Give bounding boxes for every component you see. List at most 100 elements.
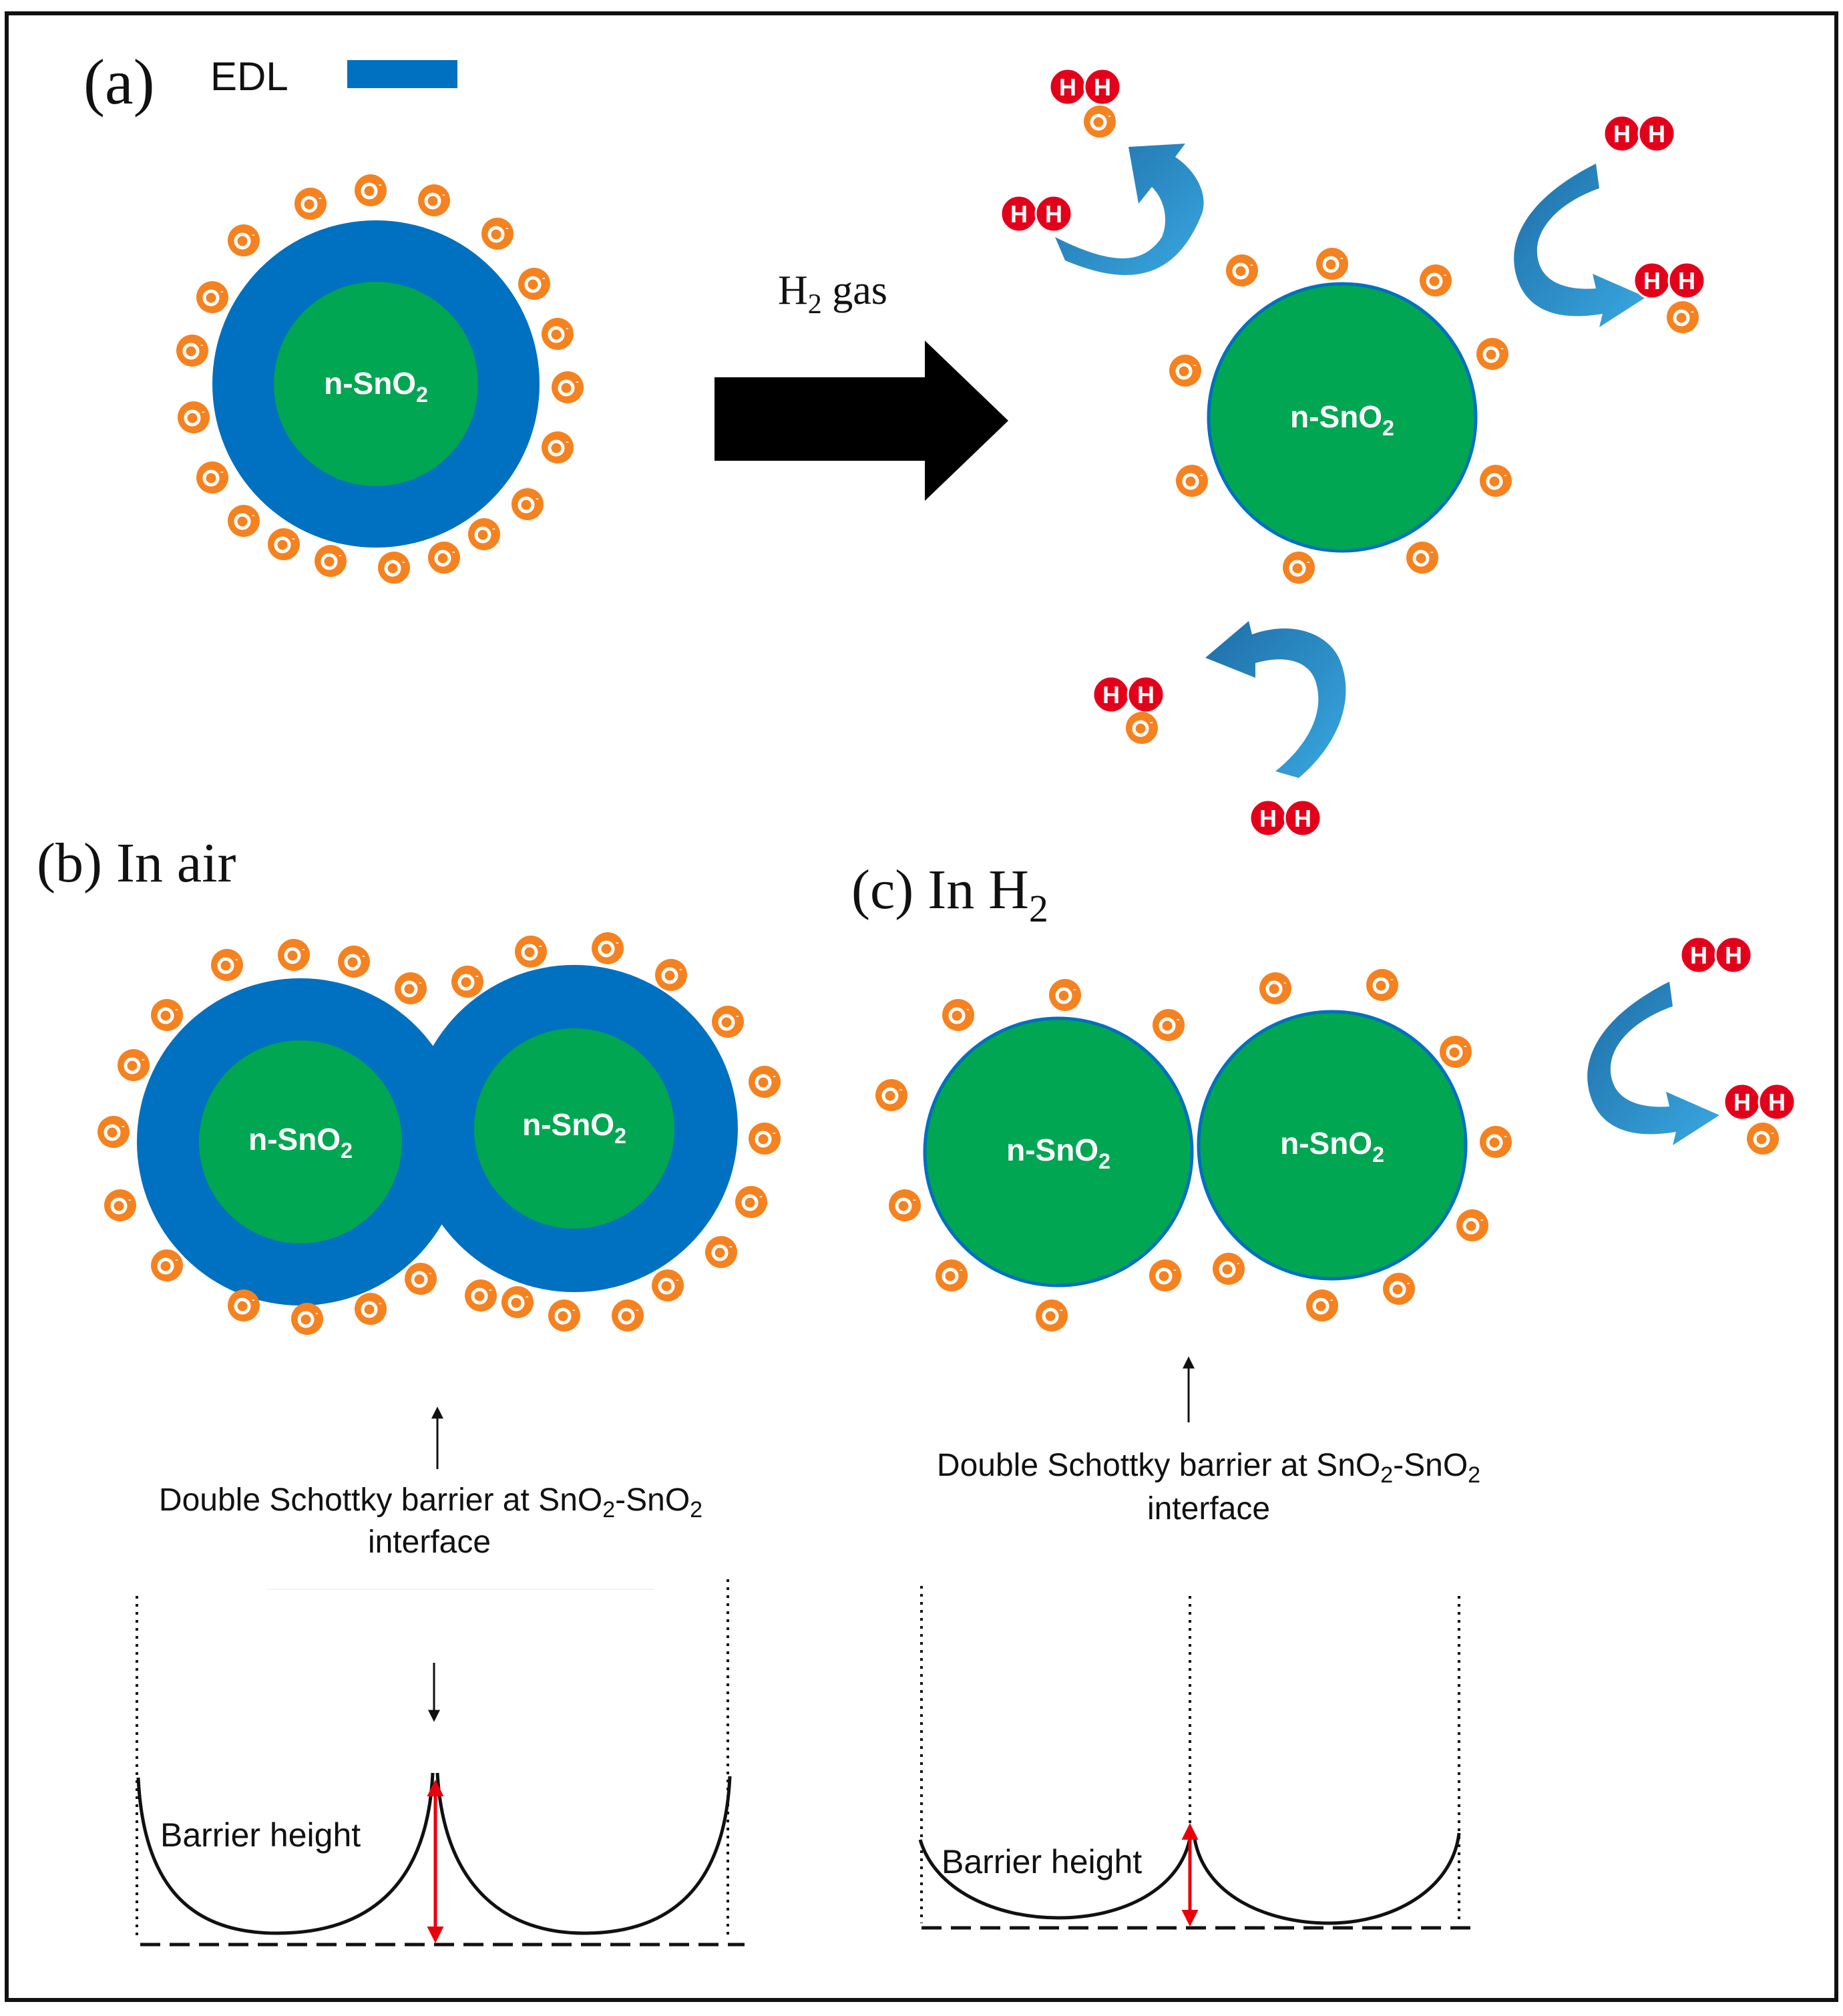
oxygen-ion-icon: - — [291, 1303, 323, 1335]
svg-text:-: - — [636, 1304, 639, 1315]
barrier-height-label: Barrier height — [942, 1843, 1142, 1880]
svg-text:-: - — [419, 977, 422, 988]
svg-text:-: - — [1060, 1304, 1063, 1315]
particle-pair-in-h2: n-SnO2 n-SnO2 — [923, 1010, 1468, 1287]
panel-c: (c) In H2 n-SnO2 n-SnO2 Double Schottky … — [851, 859, 1719, 1930]
svg-text:-: - — [1173, 1264, 1177, 1275]
h2-exposure-arrow — [714, 341, 1008, 501]
oxygen-ion-icon: - — [294, 188, 327, 220]
svg-text:-: - — [1200, 469, 1203, 480]
svg-text:-: - — [736, 1010, 739, 1021]
svg-text:-: - — [1407, 1277, 1410, 1288]
svg-text:H: H — [1725, 942, 1742, 969]
particle-label: n-SnO2 — [324, 366, 428, 407]
oxygen-ion-icon: - — [151, 1249, 183, 1281]
oxygen-ion-icon: - — [655, 959, 687, 991]
oxygen-ion-icon: - — [481, 218, 514, 250]
oxygen-ion-icon: - — [501, 1286, 534, 1318]
oxygen-ion-icon: - — [749, 1066, 781, 1098]
oxygen-ion-icon: - — [1126, 712, 1158, 744]
oxygen-ion-icon: - — [104, 1189, 136, 1221]
oxygen-ion-icon: - — [268, 528, 300, 560]
oxygen-ion-icon: - — [542, 431, 574, 463]
oxygen-ion-icon: - — [1667, 301, 1699, 333]
oxygen-ion-icon: - — [1259, 972, 1291, 1004]
barrier-schematic-h2: Barrier height — [918, 1586, 1472, 1930]
edl-legend-swatch — [347, 60, 457, 88]
oxygen-ion-icon: - — [355, 1293, 387, 1325]
oxygen-ion-icon: - — [178, 401, 210, 433]
oxygen-ion-icon: - — [97, 1116, 130, 1148]
svg-text:-: - — [475, 970, 479, 981]
svg-text:H: H — [1102, 681, 1120, 709]
oxygen-ion-icon: - — [228, 224, 260, 256]
oxygen-ion-icon: - — [465, 1279, 497, 1312]
oxygen-ion-icon: - — [548, 1299, 580, 1332]
oxygen-ion-icon: - — [1316, 248, 1348, 280]
svg-text:-: - — [175, 1004, 178, 1014]
oxygen-ions-layer: - - - - - - - - - - - - - - - - - - - - - - - - - - - - - - - - - - - - - - - -… — [97, 174, 1512, 1335]
svg-text:H: H — [1768, 1088, 1786, 1116]
particle-label: n-SnO2 — [522, 1107, 626, 1148]
oxygen-ion-icon: - — [749, 1123, 781, 1155]
svg-text:-: - — [960, 1264, 963, 1275]
svg-text:-: - — [1307, 556, 1310, 567]
svg-text:-: - — [492, 523, 495, 534]
oxygen-ion-icon: - — [176, 335, 208, 367]
oxygen-ion-icon: - — [405, 1263, 437, 1295]
svg-text:H: H — [1733, 1088, 1751, 1116]
sno2-core — [923, 1016, 1194, 1287]
sno2-core — [474, 1028, 674, 1229]
svg-text:-: - — [1464, 1040, 1467, 1051]
svg-text:H: H — [1690, 942, 1707, 969]
sno2-core — [274, 282, 478, 486]
oxygen-ion-icon: - — [228, 1289, 260, 1322]
oxygen-ion-icon: - — [518, 268, 550, 300]
svg-text:-: - — [913, 1194, 916, 1205]
svg-text:-: - — [1250, 259, 1253, 270]
svg-text:-: - — [315, 1307, 319, 1318]
svg-text:-: - — [452, 546, 455, 557]
sno2-core — [199, 1040, 402, 1243]
svg-text:-: - — [572, 1304, 576, 1315]
oxygen-ion-icon: - — [1406, 542, 1438, 574]
oxygen-ion-icon: - — [196, 281, 228, 313]
particle-label: n-SnO2 — [1290, 399, 1394, 440]
svg-text:-: - — [1390, 974, 1394, 984]
svg-text:-: - — [542, 272, 546, 283]
svg-text:H: H — [1045, 200, 1062, 228]
oxygen-ion-icon: - — [1747, 1123, 1779, 1155]
svg-text:-: - — [1150, 717, 1153, 727]
oxygen-ion-icon: - — [355, 174, 387, 206]
svg-text:-: - — [175, 1254, 178, 1265]
oxygen-ion-icon: - — [211, 949, 243, 981]
oxygen-ion-icon: - — [1476, 338, 1508, 370]
oxygen-ion-icon: - — [418, 184, 450, 216]
oxygen-ion-icon: - — [592, 932, 624, 964]
svg-text:-: - — [759, 1191, 763, 1201]
sno2-core — [1197, 1010, 1468, 1281]
svg-text:-: - — [773, 1070, 776, 1081]
oxygen-ion-icon: - — [612, 1299, 644, 1332]
oxygen-ion-icon: - — [1153, 1009, 1185, 1041]
oxygen-ion-icon: - — [451, 966, 483, 998]
svg-text:-: - — [616, 937, 619, 948]
svg-text:H: H — [1010, 200, 1028, 228]
panel-b-caption-line2: interface — [368, 1525, 491, 1560]
svg-text:H: H — [1059, 73, 1076, 101]
svg-text:-: - — [235, 954, 238, 964]
svg-text:-: - — [1330, 1294, 1334, 1305]
oxygen-ion-icon: - — [228, 505, 260, 537]
oxygen-ion-icon: - — [1049, 979, 1081, 1011]
oxygen-ion-icon: - — [1084, 106, 1116, 138]
oxygen-ion-icon: - — [515, 936, 547, 968]
oxygen-ion-icon: - — [735, 1186, 767, 1218]
oxygen-ion-icon: - — [542, 318, 574, 350]
svg-text:-: - — [339, 550, 342, 560]
oxygen-ion-icon: - — [151, 999, 183, 1031]
